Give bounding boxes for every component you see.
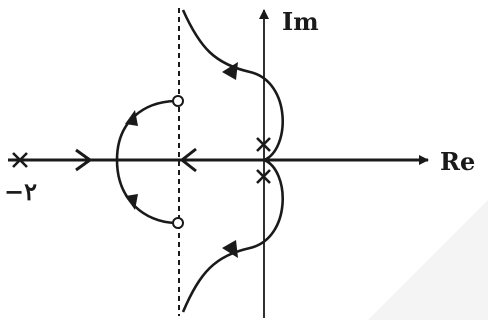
lower-loop-arrow — [125, 194, 138, 210]
origin-branch-arrow — [179, 147, 197, 173]
zero-marker-lower — [172, 217, 184, 229]
pole-marker-origin-upper — [256, 137, 271, 152]
page-corner-fade — [368, 200, 488, 320]
left-branch-arrow — [75, 148, 93, 172]
locus-upper-branch — [181, 9, 284, 162]
upper-branch-arrow — [222, 62, 238, 80]
left-pole-tick-label: −۲ — [4, 177, 37, 206]
pole-marker-left — [12, 152, 28, 168]
upper-loop-arrow — [125, 110, 138, 126]
real-axis-label: Re — [440, 147, 475, 176]
zero-marker-upper — [172, 95, 184, 107]
lower-branch-arrow — [222, 240, 238, 258]
locus-upper-loop — [115, 99, 176, 161]
pole-marker-origin-lower — [256, 169, 271, 184]
imaginary-axis-label: Im — [282, 7, 319, 36]
locus-lower-branch — [181, 158, 284, 313]
locus-lower-loop — [115, 159, 176, 225]
